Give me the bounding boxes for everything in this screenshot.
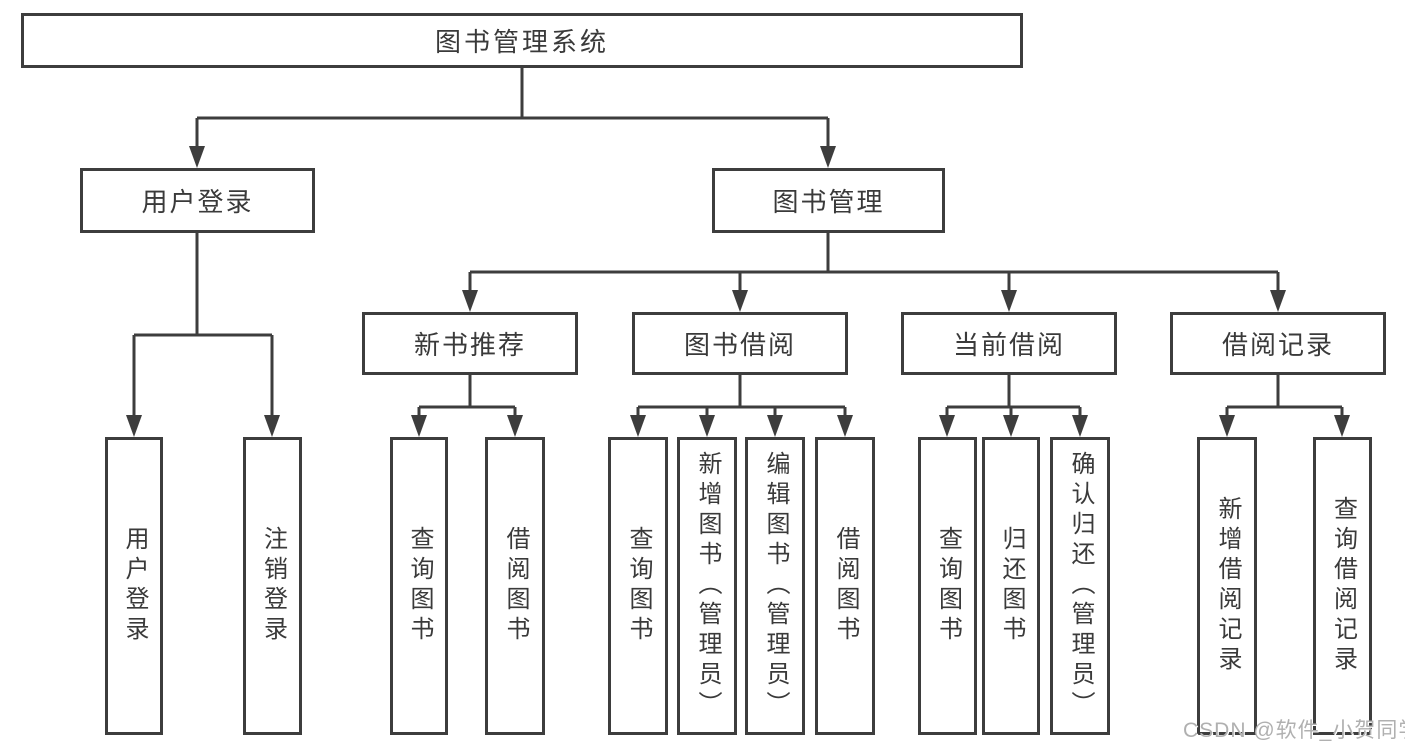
node-current-borrowing: 当前借阅 [901, 312, 1117, 375]
node-label: 确认归还（管理员） [1067, 451, 1094, 721]
node-label: 用户登录 [141, 187, 254, 217]
node-new-book-recommend: 新书推荐 [362, 312, 578, 375]
leaf-confirm-return-admin: 确认归还（管理员） [1050, 437, 1110, 735]
node-label: 查询图书 [625, 526, 652, 646]
node-label: 用户登录 [121, 526, 148, 646]
node-book-management: 图书管理 [712, 168, 945, 233]
node-label: 查询借阅记录 [1329, 496, 1357, 676]
node-label: 借阅图书 [832, 526, 859, 646]
node-label: 新增图书（管理员） [694, 451, 721, 721]
leaf-borrow-books: 借阅图书 [815, 437, 875, 735]
leaf-borrow-books-newbook: 借阅图书 [485, 437, 545, 735]
leaf-add-book-admin: 新增图书（管理员） [677, 437, 737, 735]
node-label: 编辑图书（管理员） [762, 451, 789, 721]
leaf-add-borrow-record: 新增借阅记录 [1197, 437, 1257, 735]
leaf-user-login: 用户登录 [105, 437, 163, 735]
node-label: 注销登录 [259, 526, 287, 646]
leaf-edit-book-admin: 编辑图书（管理员） [745, 437, 805, 735]
node-user-login: 用户登录 [80, 168, 315, 233]
node-label: 借阅记录 [1221, 330, 1334, 360]
node-label: 借阅图书 [502, 526, 529, 646]
node-label: 归还图书 [998, 526, 1025, 646]
node-label: 查询图书 [406, 526, 433, 646]
node-label: 图书管理 [772, 187, 885, 217]
leaf-query-books-borrow: 查询图书 [608, 437, 668, 735]
node-label: 查询图书 [934, 526, 962, 646]
node-book-borrowing: 图书借阅 [632, 312, 848, 375]
leaf-logout: 注销登录 [243, 437, 302, 735]
node-label: 当前借阅 [952, 330, 1065, 360]
node-library-management-system: 图书管理系统 [21, 13, 1023, 68]
node-borrowing-records: 借阅记录 [1170, 312, 1386, 375]
node-label: 新增借阅记录 [1214, 496, 1241, 676]
node-label: 图书管理系统 [434, 27, 609, 57]
leaf-query-books-newbook: 查询图书 [390, 437, 448, 735]
leaf-return-book: 归还图书 [982, 437, 1040, 735]
leaf-query-books-current: 查询图书 [918, 437, 977, 735]
node-label: 图书借阅 [683, 330, 796, 360]
csdn-watermark: CSDN @软件_小贺同学 [1183, 719, 1405, 742]
node-label: 新书推荐 [413, 330, 526, 360]
leaf-query-borrow-record: 查询借阅记录 [1313, 437, 1372, 735]
